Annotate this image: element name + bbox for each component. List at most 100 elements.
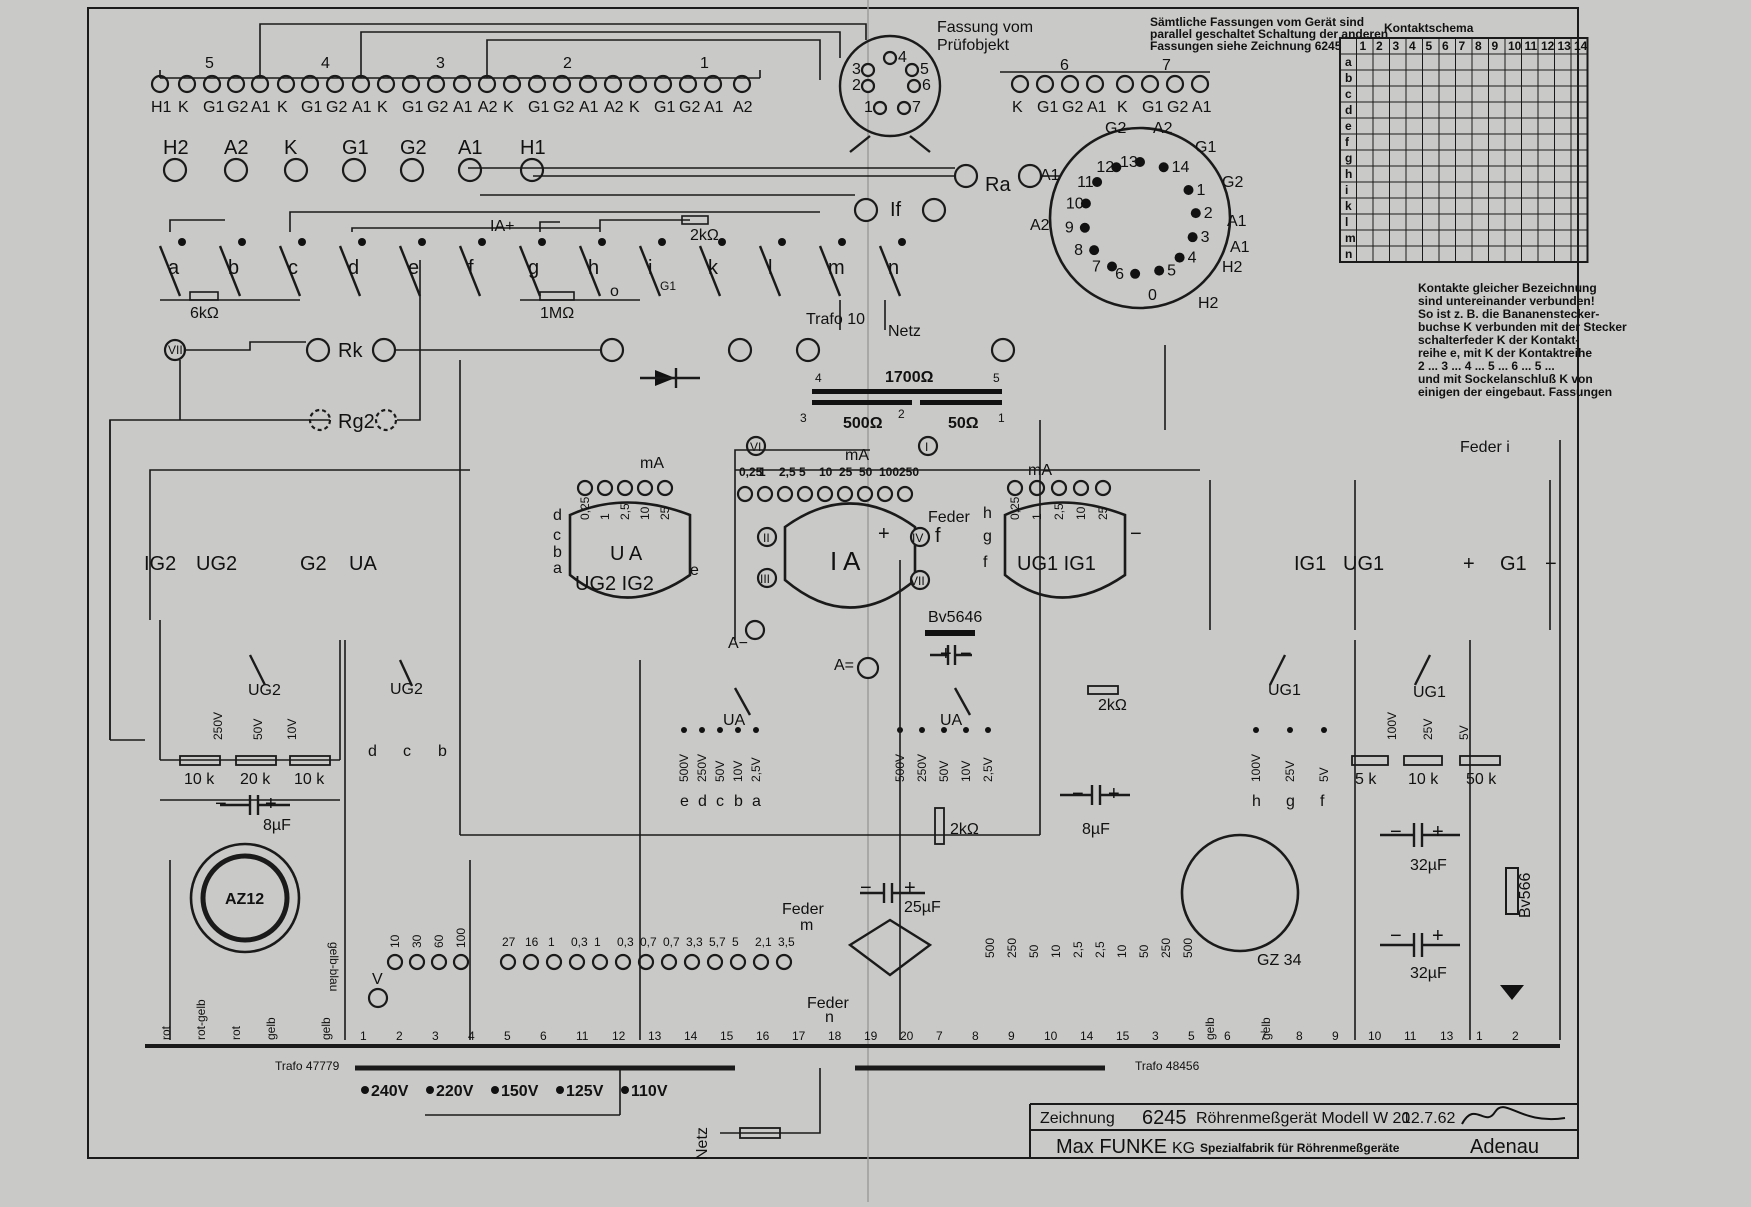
viii-socket[interactable] bbox=[163, 338, 187, 362]
socket-pin-20[interactable] bbox=[653, 74, 673, 94]
switch-g-blade[interactable] bbox=[518, 245, 542, 297]
socket-pin-23[interactable] bbox=[732, 74, 752, 94]
rk-left-socket[interactable] bbox=[305, 337, 331, 363]
socket-pin-22[interactable] bbox=[703, 74, 723, 94]
roman-ii-socket[interactable] bbox=[756, 526, 778, 548]
switch-a-label: a bbox=[168, 257, 180, 279]
switch-i-socket[interactable] bbox=[599, 337, 625, 363]
roman-iv-socket[interactable] bbox=[909, 526, 931, 548]
socket-pin-12[interactable] bbox=[452, 74, 472, 94]
socket-pin-r-4[interactable] bbox=[1115, 74, 1135, 94]
1700-socket[interactable] bbox=[990, 337, 1016, 363]
socket-pin-r-5[interactable] bbox=[1140, 74, 1160, 94]
rk-right-socket[interactable] bbox=[371, 337, 397, 363]
banana-label-a2: A2 bbox=[224, 137, 248, 159]
ug1-range-socket-2[interactable] bbox=[1050, 479, 1068, 497]
ug1-range-socket-1[interactable] bbox=[1028, 479, 1046, 497]
shunt-range-socket-2[interactable] bbox=[776, 485, 794, 503]
socket-pin-2[interactable] bbox=[202, 74, 222, 94]
socket-pin-18[interactable] bbox=[603, 74, 623, 94]
switch-l-socket[interactable] bbox=[795, 337, 821, 363]
switch-k-blade[interactable] bbox=[698, 245, 722, 297]
roman-vii-socket[interactable] bbox=[909, 569, 931, 591]
shunt-range-socket-7[interactable] bbox=[876, 485, 894, 503]
banana-socket-g2[interactable] bbox=[399, 157, 425, 183]
socket-pin-21[interactable] bbox=[678, 74, 698, 94]
rg2-right-socket[interactable] bbox=[374, 408, 398, 432]
ua-range-socket-2[interactable] bbox=[616, 479, 634, 497]
test-socket-pin-label-4: 4 bbox=[898, 49, 907, 66]
socket-pin-r-7[interactable] bbox=[1190, 74, 1210, 94]
ua-range-socket-3[interactable] bbox=[636, 479, 654, 497]
socket-pin-1[interactable] bbox=[177, 74, 197, 94]
roman-iii-socket[interactable] bbox=[756, 567, 778, 589]
strip-number-7: 12 bbox=[612, 1029, 626, 1043]
ra-right-socket[interactable] bbox=[1017, 163, 1043, 189]
socket-pin-r-0[interactable] bbox=[1010, 74, 1030, 94]
ug1-range-socket-0[interactable] bbox=[1006, 479, 1024, 497]
switch-f-blade[interactable] bbox=[458, 245, 482, 297]
banana-socket-g1[interactable] bbox=[341, 157, 367, 183]
switch-k-socket[interactable] bbox=[727, 337, 753, 363]
switch-d-blade[interactable] bbox=[338, 245, 362, 297]
banana-socket-a1[interactable] bbox=[457, 157, 483, 183]
socket-pin-16[interactable] bbox=[552, 74, 572, 94]
socket-pin-7[interactable] bbox=[325, 74, 345, 94]
shunt-range-socket-3[interactable] bbox=[796, 485, 814, 503]
socket-pin-17[interactable] bbox=[578, 74, 598, 94]
shunt-range-socket-1[interactable] bbox=[756, 485, 774, 503]
v-socket[interactable] bbox=[367, 987, 389, 1009]
roman-i-socket[interactable] bbox=[917, 435, 939, 457]
ug1-range-socket-4[interactable] bbox=[1094, 479, 1112, 497]
switch-n-blade[interactable] bbox=[878, 245, 902, 297]
socket-pin-19[interactable] bbox=[628, 74, 648, 94]
banana-socket-k[interactable] bbox=[283, 157, 309, 183]
switch-i-blade[interactable] bbox=[638, 245, 662, 297]
shunt-range-socket-0[interactable] bbox=[736, 485, 754, 503]
a-minus-socket[interactable] bbox=[744, 619, 766, 641]
left-resistor-divider: 10 k 20 k 10 k bbox=[159, 620, 341, 801]
socket-pin-r-3[interactable] bbox=[1085, 74, 1105, 94]
socket-pin-r-2[interactable] bbox=[1060, 74, 1080, 94]
socket-pin-15[interactable] bbox=[527, 74, 547, 94]
if-right-socket[interactable] bbox=[921, 197, 947, 223]
shunt-range-socket-8[interactable] bbox=[896, 485, 914, 503]
tube-az12-envelope bbox=[200, 853, 290, 943]
socket-pin-6[interactable] bbox=[300, 74, 320, 94]
switch-e-blade[interactable] bbox=[398, 245, 422, 297]
switch-b-blade[interactable] bbox=[218, 245, 242, 297]
socket-pin-3[interactable] bbox=[226, 74, 246, 94]
capacitor-32uf-b-symbol bbox=[1380, 933, 1460, 957]
socket-pin-14[interactable] bbox=[502, 74, 522, 94]
switch-l-blade[interactable] bbox=[758, 245, 782, 297]
ug1-range-socket-3[interactable] bbox=[1072, 479, 1090, 497]
socket-pin-9[interactable] bbox=[376, 74, 396, 94]
banana-socket-h2[interactable] bbox=[162, 157, 188, 183]
shunt-range-socket-5[interactable] bbox=[836, 485, 854, 503]
diode-upper-leads bbox=[640, 368, 700, 388]
ua-range-socket-4[interactable] bbox=[656, 479, 674, 497]
socket-pin-10[interactable] bbox=[401, 74, 421, 94]
switch-d-pivot bbox=[358, 238, 366, 246]
shunt-range-socket-6[interactable] bbox=[856, 485, 874, 503]
switch-c-blade[interactable] bbox=[278, 245, 302, 297]
socket-pin-11[interactable] bbox=[426, 74, 446, 94]
socket-pin-r-1[interactable] bbox=[1035, 74, 1055, 94]
ua-range-socket-0[interactable] bbox=[576, 479, 594, 497]
switch-a-blade[interactable] bbox=[158, 245, 182, 297]
selector-ua-a-range-3: 10V bbox=[731, 761, 745, 782]
switch-h-blade[interactable] bbox=[578, 245, 602, 297]
banana-socket-h1[interactable] bbox=[519, 157, 545, 183]
ra-left-socket[interactable] bbox=[953, 163, 979, 189]
shunt-1700-bar bbox=[812, 389, 1002, 394]
a-equal-socket[interactable] bbox=[856, 656, 880, 680]
switch-m-blade[interactable] bbox=[818, 245, 842, 297]
socket-pin-r-6[interactable] bbox=[1165, 74, 1185, 94]
ua-range-socket-1[interactable] bbox=[596, 479, 614, 497]
selector-ug1-a-range-2: 5V bbox=[1317, 767, 1331, 782]
shunt-range-socket-4[interactable] bbox=[816, 485, 834, 503]
if-left-socket[interactable] bbox=[853, 197, 879, 223]
banana-socket-a2[interactable] bbox=[223, 157, 249, 183]
socket-pin-5[interactable] bbox=[276, 74, 296, 94]
